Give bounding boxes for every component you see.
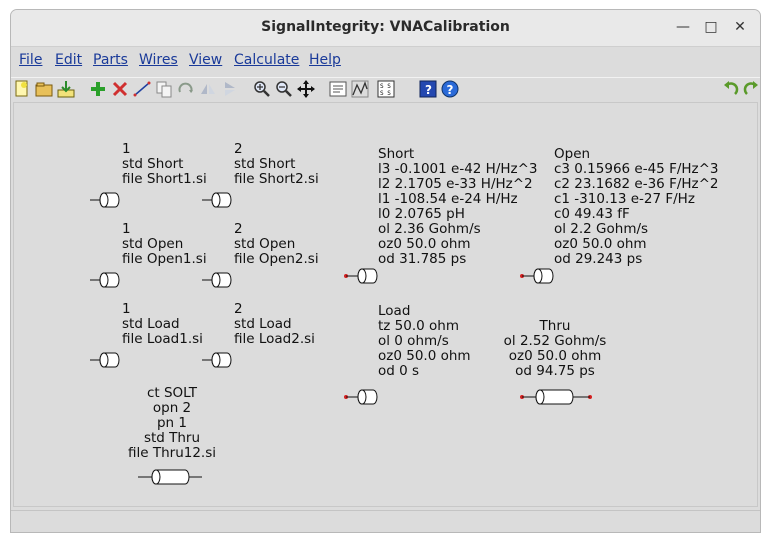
menu-wires[interactable]: Wires: [139, 52, 178, 68]
open-folder-icon[interactable]: [35, 80, 53, 98]
zoom-in-icon[interactable]: [253, 80, 271, 98]
redo-icon[interactable]: [743, 80, 760, 98]
add-part-icon[interactable]: [89, 80, 107, 98]
flip-horizontal-icon[interactable]: [199, 80, 217, 98]
menu-help[interactable]: Help: [309, 52, 341, 68]
svg-text:?: ?: [447, 83, 454, 97]
open-standard-symbol[interactable]: [520, 266, 560, 286]
short-standard-symbol[interactable]: [344, 266, 384, 286]
info-icon[interactable]: ?: [441, 80, 459, 98]
svg-text:S S: S S: [380, 90, 391, 97]
rotate-part-icon[interactable]: [177, 80, 195, 98]
one-port-symbol[interactable]: [202, 270, 238, 290]
delete-part-icon[interactable]: [111, 80, 129, 98]
svg-text:?: ?: [425, 83, 432, 97]
menu-view[interactable]: View: [189, 52, 223, 68]
undo-icon[interactable]: [721, 80, 739, 98]
flip-vertical-icon[interactable]: [221, 80, 239, 98]
menu-calculate[interactable]: Calculate: [234, 52, 300, 68]
pan-icon[interactable]: [297, 80, 315, 98]
window-title: SignalIntegrity: VNACalibration: [261, 19, 510, 35]
one-port-symbol[interactable]: [90, 190, 126, 210]
app-window: SignalIntegrity: VNACalibration — □ ✕ Fi…: [10, 9, 761, 533]
menu-file[interactable]: File: [19, 52, 43, 68]
title-bar[interactable]: SignalIntegrity: VNACalibration — □ ✕: [11, 10, 760, 47]
new-file-icon[interactable]: [13, 80, 31, 98]
help-icon[interactable]: ?: [419, 80, 437, 98]
one-port-symbol[interactable]: [202, 190, 238, 210]
duplicate-icon[interactable]: [155, 80, 173, 98]
one-port-symbol[interactable]: [90, 270, 126, 290]
add-wire-icon[interactable]: [133, 80, 151, 98]
minimize-icon[interactable]: —: [676, 19, 690, 35]
one-port-symbol[interactable]: [90, 350, 126, 370]
save-download-icon[interactable]: [57, 80, 75, 98]
thru-standard-symbol[interactable]: [520, 387, 592, 407]
maximize-icon[interactable]: □: [704, 19, 718, 35]
status-bar: [11, 510, 760, 532]
zoom-out-icon[interactable]: [275, 80, 293, 98]
two-port-symbol[interactable]: [138, 467, 204, 487]
one-port-symbol[interactable]: [202, 350, 238, 370]
load-standard-symbol[interactable]: [344, 387, 384, 407]
close-icon[interactable]: ✕: [734, 19, 746, 35]
calculate-icon[interactable]: [351, 80, 369, 98]
svg-text:S S: S S: [380, 83, 391, 90]
menu-bar: File Edit Parts Wires View Calculate Hel…: [11, 47, 760, 73]
menu-edit[interactable]: Edit: [55, 52, 83, 68]
netlist-icon[interactable]: [329, 80, 347, 98]
menu-parts[interactable]: Parts: [93, 52, 128, 68]
